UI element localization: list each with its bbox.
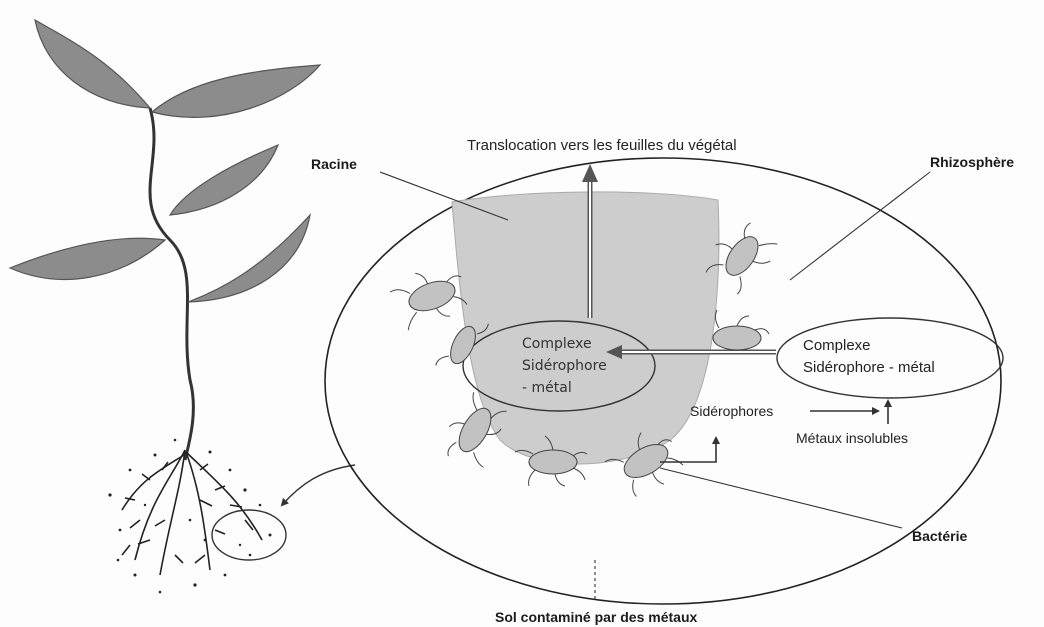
racine-label: Racine <box>311 156 357 172</box>
rhizosphere-leader <box>790 172 930 280</box>
leaf-mid-right <box>170 145 278 215</box>
racine-leader <box>380 172 508 220</box>
plant-roots <box>122 450 262 575</box>
inner-complex-line2: Sidérophore <box>522 358 607 374</box>
rhizosphere-label: Rhizosphère <box>930 154 1014 170</box>
bacterie-leader <box>660 468 902 528</box>
zoom-circle <box>212 510 286 560</box>
plant-stem <box>150 108 193 460</box>
leaf-top-left <box>35 20 150 108</box>
zoom-arrow <box>282 465 355 505</box>
leaf-mid-left <box>10 238 165 279</box>
siderophores-label: Sidérophores <box>690 403 773 419</box>
inner-complex-line1: Complexe <box>522 336 592 352</box>
sol-label: Sol contaminé par des métaux <box>495 609 697 625</box>
outer-complex-ellipse <box>777 318 1003 398</box>
bacterie-label: Bactérie <box>912 528 967 544</box>
leaf-top-right <box>152 65 320 117</box>
inner-complex-line3: - métal <box>522 380 572 396</box>
metaux-insolubles-label: Métaux insolubles <box>796 430 908 446</box>
outer-complex-line2: Sidérophore - métal <box>803 359 935 376</box>
plant-illustration <box>10 20 355 593</box>
root-tissue <box>452 192 719 464</box>
outer-complex-line1: Complexe <box>803 337 871 354</box>
translocation-label: Translocation vers les feuilles du végét… <box>467 137 737 154</box>
leaf-lower-right <box>188 215 310 302</box>
bacterium <box>713 310 769 350</box>
